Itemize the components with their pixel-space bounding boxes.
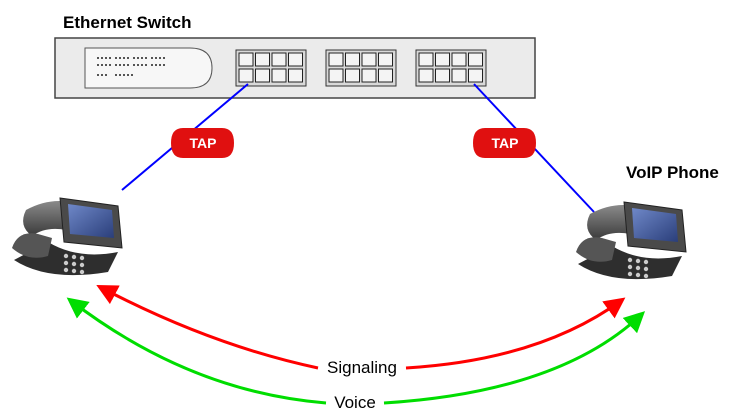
ethernet-port (238, 68, 254, 83)
ethernet-port (345, 68, 360, 83)
ethernet-port (435, 68, 450, 83)
port-group-2 (325, 49, 397, 87)
ethernet-port (361, 68, 377, 83)
ethernet-port (271, 52, 287, 67)
ethernet-port (271, 68, 287, 83)
ethernet-port (288, 52, 303, 67)
ethernet-port (451, 68, 467, 83)
ethernet-port (328, 52, 344, 67)
ethernet-port (451, 52, 467, 67)
voice-label: Voice (334, 393, 376, 412)
port-group-3 (415, 49, 487, 87)
ethernet-port (361, 52, 377, 67)
phone-label: VoIP Phone (626, 163, 719, 182)
ethernet-port (238, 52, 254, 67)
signaling-arrow (96, 285, 319, 370)
ethernet-port (378, 52, 393, 67)
ethernet-port (468, 68, 483, 83)
tap-badge-left: TAP (171, 128, 234, 158)
switch-front-panel (84, 47, 213, 89)
phone-screen-right (632, 208, 678, 242)
phone-screen-left (68, 204, 114, 238)
tap-label-left: TAP (190, 135, 217, 151)
switch-status-leds (97, 57, 165, 76)
signaling-arrow-right (405, 297, 626, 370)
tap-label-right: TAP (492, 135, 519, 151)
signaling-label: Signaling (327, 358, 397, 377)
voice-arrow (66, 297, 327, 405)
port-group-1 (235, 49, 307, 87)
voip-phone-left (12, 197, 123, 276)
switch-label: Ethernet Switch (63, 13, 191, 32)
ethernet-switch (54, 37, 536, 99)
ethernet-port (255, 68, 270, 83)
ethernet-port (435, 52, 450, 67)
ethernet-port (468, 52, 483, 67)
ethernet-port (345, 52, 360, 67)
ethernet-port (378, 68, 393, 83)
ethernet-port (288, 68, 303, 83)
ethernet-port (328, 68, 344, 83)
tap-badge-right: TAP (473, 128, 536, 158)
voice-arrow-right (383, 311, 646, 405)
voip-phone-right (576, 201, 687, 280)
ethernet-port (418, 68, 434, 83)
ethernet-port (255, 52, 270, 67)
ethernet-port (418, 52, 434, 67)
